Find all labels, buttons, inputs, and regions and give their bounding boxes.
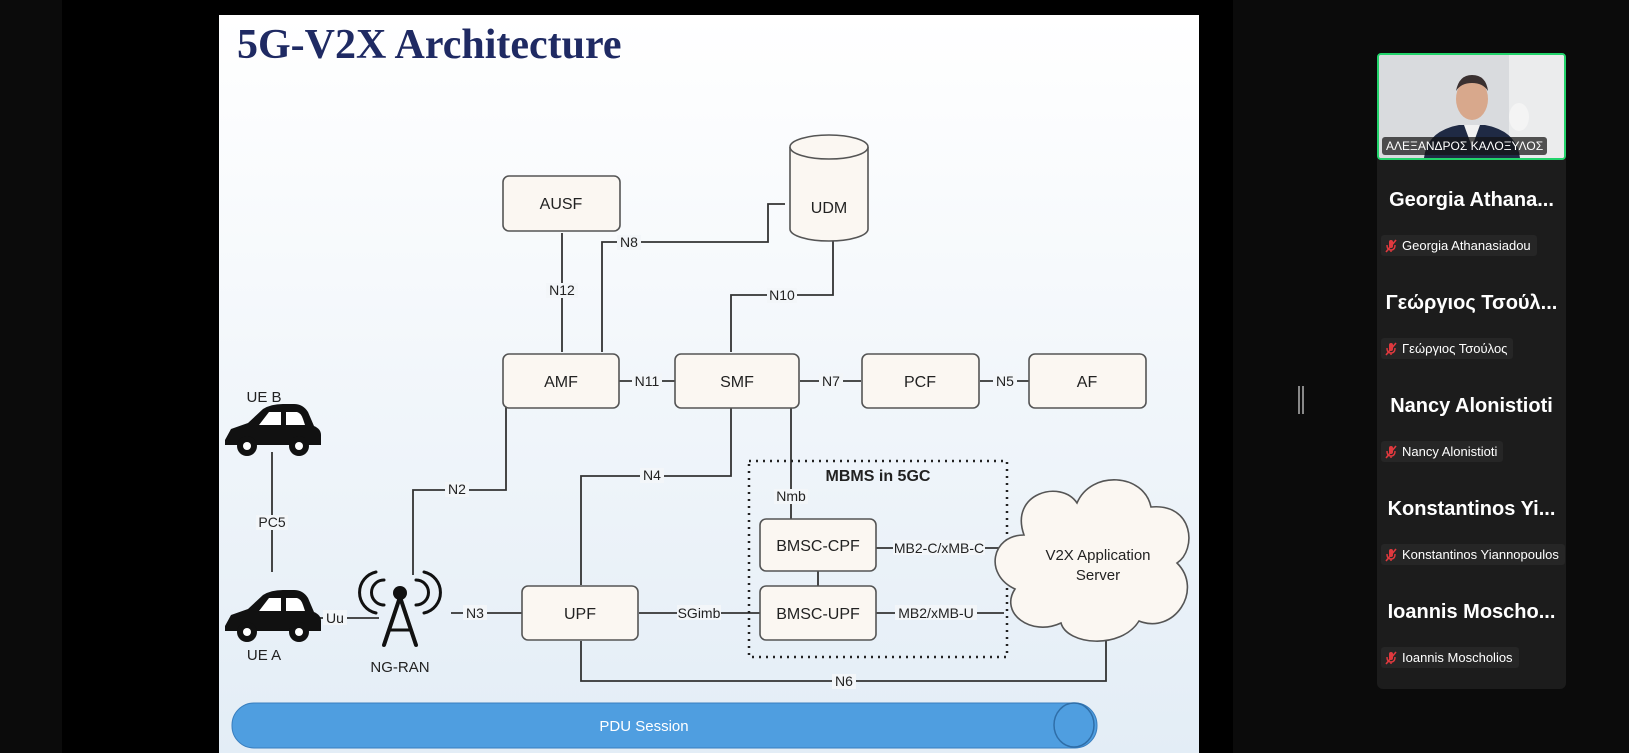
- n4-label: N4: [643, 467, 661, 483]
- smf-node: SMF: [674, 353, 800, 409]
- n8-label: N8: [620, 234, 638, 250]
- pcf-label: PCF: [904, 374, 936, 391]
- slide-title: 5G-V2X Architecture: [237, 22, 622, 68]
- participant-display-name: Γεώργιος Τσούλ...: [1385, 292, 1558, 314]
- sgimb-label: SGimb: [678, 605, 721, 621]
- bmsc-upf-node: BMSC-UPF: [759, 585, 877, 641]
- af-node: AF: [1028, 353, 1147, 409]
- ue-a-label: UE A: [247, 647, 281, 664]
- participant-display-name: Ioannis Moscho...: [1387, 601, 1556, 623]
- n10-label: N10: [769, 287, 795, 303]
- pdu-session-bar: PDU Session: [231, 702, 1098, 749]
- participants-panel: ΑΛΕΞΑΝΔΡΟΣ ΚΑΛΟΞΥΛΟΣ Georgia Athana... G…: [1377, 53, 1566, 689]
- participant-name-label: Ioannis Moscholios: [1381, 647, 1519, 668]
- bmsc-cpf-label: BMSC-CPF: [776, 538, 860, 555]
- amf-node: AMF: [502, 353, 620, 409]
- muted-mic-icon: [1385, 238, 1397, 253]
- uu-label: Uu: [326, 610, 344, 626]
- antenna-icon: [358, 570, 442, 647]
- n12-label: N12: [549, 282, 575, 298]
- bmsc-cpf-node: BMSC-CPF: [759, 518, 877, 572]
- v2x-server-cloud: V2X Application Server: [994, 479, 1190, 642]
- participant-full-name: Γεώργιος Τσούλος: [1402, 341, 1508, 356]
- presentation-slide: 5G-V2X Architecture: [219, 15, 1199, 753]
- ng-ran-label: NG-RAN: [370, 659, 429, 676]
- mb2c-label: MB2-C/xMB-C: [894, 540, 984, 556]
- amf-label: AMF: [544, 374, 578, 391]
- bmsc-upf-label: BMSC-UPF: [776, 606, 860, 623]
- n5-label: N5: [996, 373, 1014, 389]
- car-icon-ue-b: [225, 404, 321, 456]
- participant-full-name: Georgia Athanasiadou: [1402, 238, 1531, 253]
- participant-full-name: Nancy Alonistioti: [1402, 444, 1498, 459]
- architecture-diagram: MBMS in 5GC AUSF UDM AMF SMF PCF: [225, 134, 1190, 749]
- participant-tile[interactable]: Γεώργιος Τσούλ... Γεώργιος Τσούλος: [1377, 280, 1566, 384]
- upf-label: UPF: [564, 606, 596, 623]
- muted-mic-icon: [1385, 444, 1397, 459]
- v2x-server-label-line1: V2X Application: [1045, 547, 1150, 564]
- pcf-node: PCF: [861, 353, 980, 409]
- participant-tile[interactable]: Georgia Athana... Georgia Athanasiadou: [1377, 177, 1566, 281]
- participant-full-name: Konstantinos Yiannopoulos: [1402, 547, 1559, 562]
- edge-labels: N8 N12 N10 N11 N7 N5 N2 N4 Nmb PC5: [256, 234, 1017, 689]
- participant-name-label: Konstantinos Yiannopoulos: [1381, 544, 1565, 565]
- mbms-group-label: MBMS in 5GC: [826, 468, 931, 485]
- mb2u-label: MB2/xMB-U: [898, 605, 973, 621]
- n6-label: N6: [835, 673, 853, 689]
- panel-resize-handle[interactable]: [1298, 386, 1304, 414]
- muted-mic-icon: [1385, 341, 1397, 356]
- upf-node: UPF: [521, 585, 639, 641]
- n2-label: N2: [448, 481, 466, 497]
- smf-label: SMF: [720, 374, 754, 391]
- participant-name-label: Nancy Alonistioti: [1381, 441, 1504, 462]
- participant-name-label: Γεώργιος Τσούλος: [1381, 338, 1514, 359]
- pdu-session-label: PDU Session: [599, 718, 688, 735]
- participant-name-label: Georgia Athanasiadou: [1381, 235, 1537, 256]
- udm-node: UDM: [789, 134, 869, 242]
- muted-mic-icon: [1385, 650, 1397, 665]
- mbms-group-box: [747, 459, 1009, 659]
- active-speaker-name: ΑΛΕΞΑΝΔΡΟΣ ΚΑΛΟΞΥΛΟΣ: [1382, 137, 1548, 155]
- participant-full-name: Ioannis Moscholios: [1402, 650, 1513, 665]
- participant-tile[interactable]: Ioannis Moscho... Ioannis Moscholios: [1377, 589, 1566, 693]
- participant-tile[interactable]: Konstantinos Yi... Konstantinos Yiannopo…: [1377, 486, 1566, 590]
- n11-label: N11: [635, 373, 660, 389]
- car-icon-ue-a: [225, 590, 321, 642]
- muted-mic-icon: [1385, 547, 1397, 562]
- ausf-node: AUSF: [502, 175, 621, 232]
- n7-label: N7: [822, 373, 840, 389]
- participant-tile[interactable]: Nancy Alonistioti Nancy Alonistioti: [1377, 383, 1566, 487]
- active-speaker-video-tile[interactable]: ΑΛΕΞΑΝΔΡΟΣ ΚΑΛΟΞΥΛΟΣ: [1377, 53, 1566, 160]
- udm-label: UDM: [811, 200, 847, 217]
- ausf-label: AUSF: [540, 196, 583, 213]
- screen-share-area: 5G-V2X Architecture: [62, 0, 1233, 753]
- participant-display-name: Konstantinos Yi...: [1387, 498, 1556, 520]
- participant-display-name: Georgia Athana...: [1389, 189, 1554, 211]
- nmb-label: Nmb: [776, 488, 806, 504]
- af-label: AF: [1077, 374, 1098, 391]
- pc5-label: PC5: [258, 514, 285, 530]
- participant-display-name: Nancy Alonistioti: [1390, 395, 1553, 417]
- v2x-server-label-line2: Server: [1076, 567, 1120, 584]
- ue-b-label: UE B: [246, 389, 281, 406]
- n3-label: N3: [466, 605, 484, 621]
